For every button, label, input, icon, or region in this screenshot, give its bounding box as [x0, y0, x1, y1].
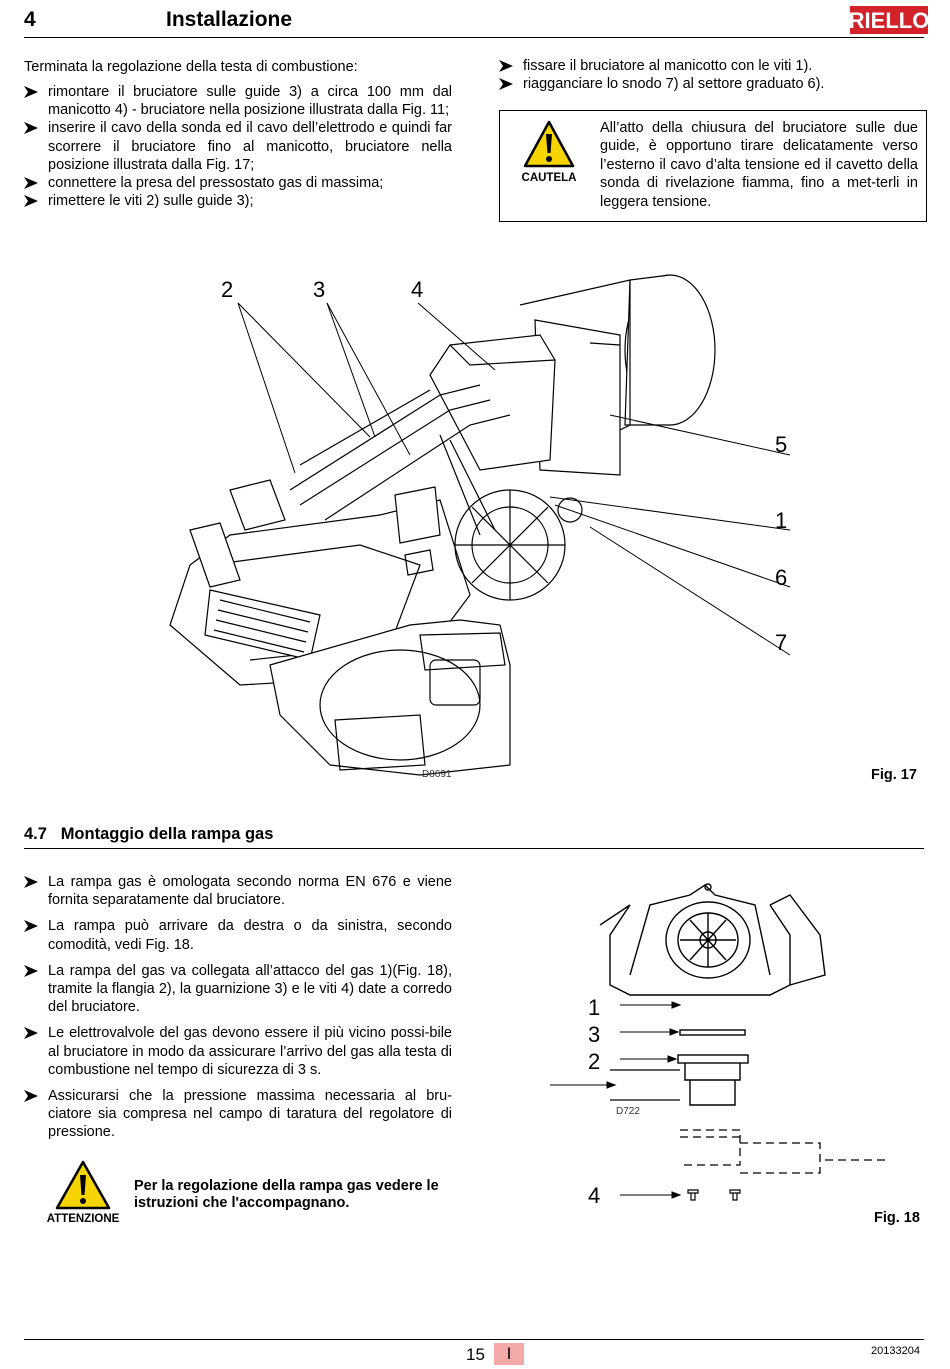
arrow-bullet-icon: [24, 86, 38, 98]
language-badge: I: [494, 1343, 524, 1365]
list-item: La rampa può arrivare da destra o da sin…: [24, 917, 452, 953]
list-item: inserire il cavo della sonda ed il cavo …: [24, 119, 452, 174]
install-steps-list-continued: fissare il bruciatore al manicotto con l…: [499, 57, 924, 93]
page-title: Installazione: [166, 8, 293, 31]
callout-4: 4: [411, 277, 424, 302]
caution-box: [499, 110, 927, 222]
arrow-bullet-icon: [24, 920, 38, 933]
arrow-bullet-icon: [24, 1090, 38, 1103]
brand-logo-text: RIELLO: [850, 8, 928, 33]
callout-1: 1: [775, 508, 788, 533]
item-text: La rampa può arrivare da destra o da sin…: [48, 918, 452, 953]
section-divider: [24, 848, 924, 849]
arrow-bullet-icon: [24, 177, 38, 190]
callout-3: 3: [313, 277, 326, 302]
callout-7: 7: [775, 630, 788, 655]
callout-1: 1: [588, 995, 601, 1020]
attention-label: ATTENZIONE: [46, 1213, 120, 1225]
arrow-bullet-icon: [24, 1027, 38, 1040]
install-steps-list: rimontare il bruciatore sulle guide 3) a…: [24, 83, 452, 210]
item-text: La rampa gas è omologata secondo norma E…: [48, 874, 452, 909]
item-text: Le elettrovalvole del gas devono essere …: [48, 1025, 452, 1078]
warning-triangle-icon: [55, 1160, 111, 1210]
list-item: Le elettrovalvole del gas devono essere …: [24, 1024, 452, 1079]
arrow-bullet-icon: [24, 876, 38, 888]
section-number: 4: [24, 8, 36, 31]
gas-train-list: La rampa gas è omologata secondo norma E…: [24, 873, 452, 1142]
section-title-4-7: 4.7 Montaggio della rampa gas: [24, 825, 274, 843]
warning-triangle-icon: [523, 120, 575, 168]
callout-2: 2: [588, 1049, 601, 1074]
item-text: Assicurarsi che la pressione massima nec…: [48, 1088, 452, 1141]
list-item: La rampa del gas va collegata all’attacc…: [24, 962, 452, 1017]
list-item: connettere la presa del pressostato gas …: [24, 174, 452, 192]
list-item: rimontare il bruciatore sulle guide 3) a…: [24, 83, 452, 119]
callout-2: 2: [221, 277, 234, 302]
list-item: rimettere le viti 2) sulle guide 3);: [24, 192, 452, 210]
figure-18-label: Fig. 18: [874, 1210, 920, 1226]
list-item: riagganciare lo snodo 7) al settore grad…: [499, 75, 924, 93]
list-item: La rampa gas è omologata secondo norma E…: [24, 873, 452, 909]
page-number: 15: [466, 1345, 485, 1364]
step-text: rimontare il bruciatore sulle guide 3) a…: [48, 84, 452, 119]
attention-text: Per la regolazione della rampa gas veder…: [134, 1178, 439, 1211]
step-text: fissare il bruciatore al manicotto con l…: [523, 58, 813, 74]
list-item: fissare il bruciatore al manicotto con l…: [499, 57, 924, 75]
step-text: connettere la presa del pressostato gas …: [48, 175, 384, 192]
figure-17-label: Fig. 17: [871, 767, 917, 783]
callout-3: 3: [588, 1022, 601, 1047]
arrow-bullet-icon: [499, 78, 513, 91]
burner-installation-drawing: [169, 274, 791, 776]
drawing-code-fig18: D722: [616, 1106, 640, 1117]
callout-5: 5: [775, 432, 788, 457]
step-text: riagganciare lo snodo 7) al settore grad…: [523, 76, 825, 93]
caution-text: All’atto della chiusura del bruciatore s…: [600, 120, 918, 210]
arrow-bullet-icon: [24, 964, 38, 977]
drawing-code-fig17: D8691: [422, 769, 452, 780]
callout-6: 6: [775, 565, 788, 590]
step-text: rimettere le viti 2) sulle guide 3);: [48, 193, 254, 210]
arrow-bullet-icon: [499, 60, 513, 72]
item-text: La rampa del gas va collegata all’attacc…: [48, 962, 452, 1016]
footer-divider: [24, 1339, 924, 1340]
list-item: Assicurarsi che la pressione massima nec…: [24, 1087, 452, 1142]
document-code: 20133204: [871, 1345, 920, 1357]
caution-label: CAUTELA: [521, 172, 577, 184]
riello-logo: RIELLO: [850, 6, 928, 34]
gas-train-connection-drawing: [550, 883, 890, 1201]
arrow-bullet-icon: [24, 122, 38, 135]
step-text: inserire il cavo della sonda ed il cavo …: [48, 120, 452, 173]
arrow-bullet-icon: [24, 195, 38, 208]
callout-4: 4: [588, 1183, 601, 1208]
intro-text: Terminata la regolazione della testa di …: [24, 59, 358, 75]
header-divider: [24, 37, 924, 38]
